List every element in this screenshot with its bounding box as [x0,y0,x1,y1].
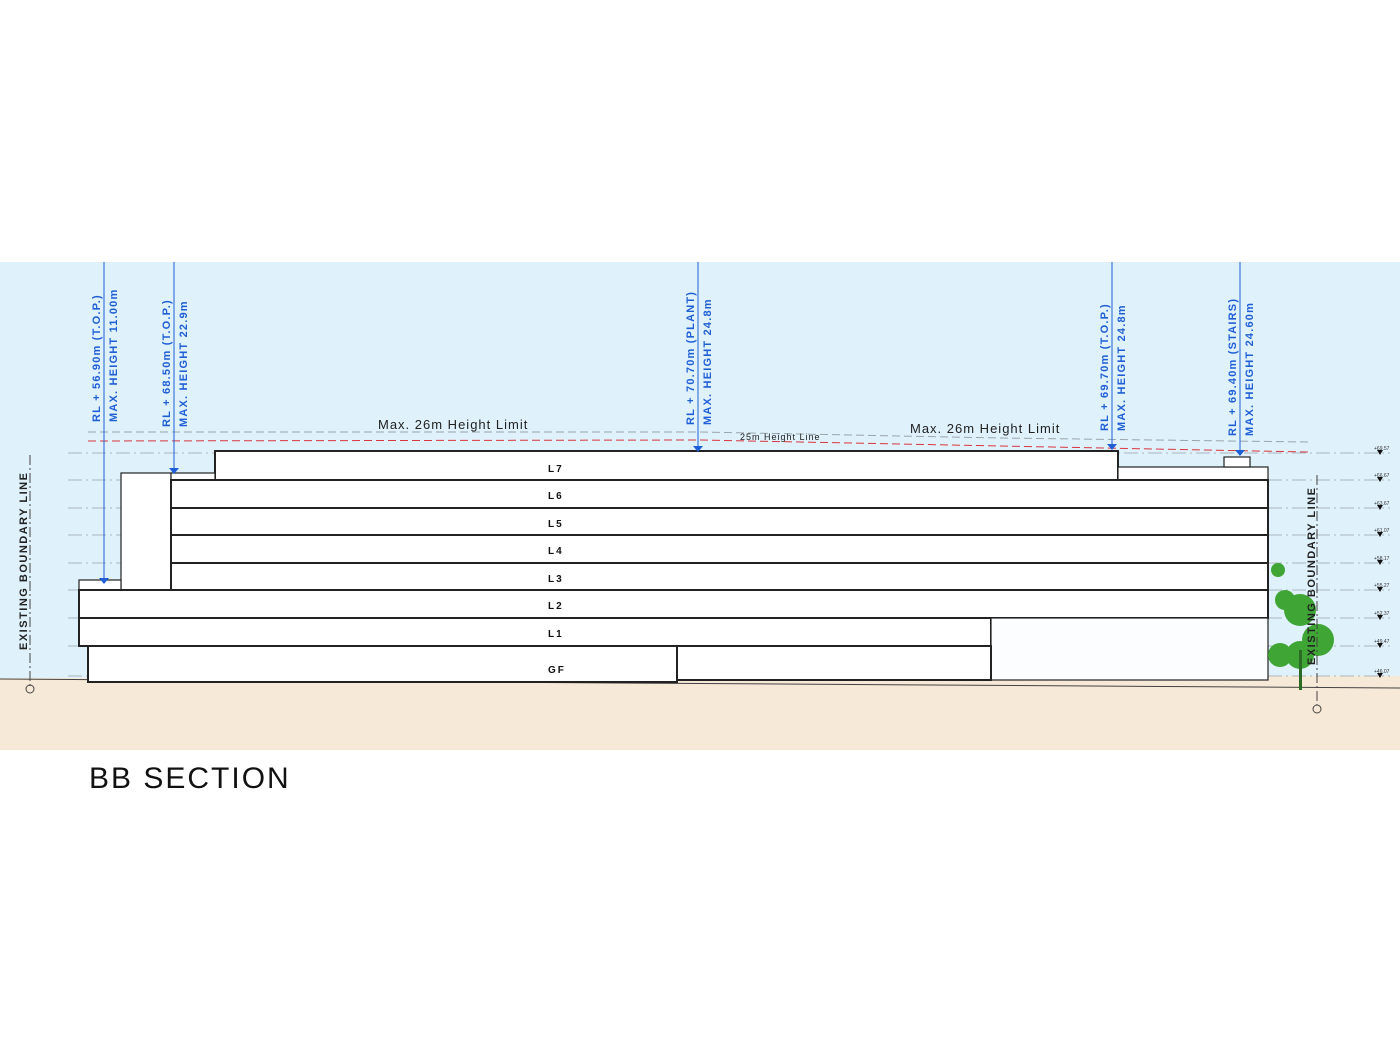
left-boundary-label: EXISTING BOUNDARY LINE [18,472,30,650]
max-height-label-right: Max. 26m Height Limit [910,421,1060,436]
building [78,450,1269,683]
svg-text:+58.17: +58.17 [1374,556,1390,562]
svg-text:+69.57: +69.57 [1374,446,1390,452]
svg-text:RL + 56.90m (T.O.P.): RL + 56.90m (T.O.P.) [91,294,103,422]
svg-text:MAX. HEIGHT 24.60m: MAX. HEIGHT 24.60m [1244,302,1256,436]
max-height-limit-line [88,431,1309,443]
svg-text:MAX. HEIGHT 24.8m: MAX. HEIGHT 24.8m [702,298,714,425]
svg-text:RL + 68.50m (T.O.P.): RL + 68.50m (T.O.P.) [161,299,173,427]
left-boundary-marker [25,684,35,694]
svg-text:+61.07: +61.07 [1374,528,1390,534]
svg-text:+63.67: +63.67 [1374,501,1390,507]
right-boundary-label: EXISTING BOUNDARY LINE [1306,487,1318,665]
ground [0,676,1400,750]
height-marker-1: RL + 56.90m (T.O.P.) MAX. HEIGHT 11.00m [91,262,120,584]
level-rl-tags: +69.57 +66.67 +63.67 +61.07 +58.17 +55.2… [1374,446,1390,678]
level-label-l3: L3 [548,574,564,585]
svg-text:RL + 69.40m (STAIRS): RL + 69.40m (STAIRS) [1227,298,1239,436]
svg-text:MAX. HEIGHT 24.8m: MAX. HEIGHT 24.8m [1116,304,1128,431]
svg-text:MAX. HEIGHT 22.9m: MAX. HEIGHT 22.9m [178,300,190,427]
svg-text:MAX. HEIGHT 11.00m: MAX. HEIGHT 11.00m [108,289,120,422]
level-label-l2: L2 [548,601,564,612]
height-marker-5: RL + 69.40m (STAIRS) MAX. HEIGHT 24.60m [1227,262,1256,456]
svg-text:+55.27: +55.27 [1374,583,1390,589]
svg-text:+49.47: +49.47 [1374,639,1390,645]
svg-text:+52.37: +52.37 [1374,611,1390,617]
level-label-l5: L5 [548,519,564,530]
height-marker-3: RL + 70.70m (PLANT) MAX. HEIGHT 24.8m [685,262,714,452]
25m-height-label: 25m Height Line [740,432,821,442]
right-boundary-marker [1312,704,1322,714]
level-label-l1: L1 [548,629,564,640]
tree-icon [1268,563,1334,690]
svg-text:RL + 70.70m (PLANT): RL + 70.70m (PLANT) [685,291,697,425]
level-label-l6: L6 [548,491,564,502]
svg-text:RL + 69.70m (T.O.P.): RL + 69.70m (T.O.P.) [1099,303,1111,431]
max-height-label-left: Max. 26m Height Limit [378,417,528,432]
level-label-gf: GF [548,665,566,676]
height-marker-4: RL + 69.70m (T.O.P.) MAX. HEIGHT 24.8m [1099,262,1128,450]
svg-text:+66.67: +66.67 [1374,473,1390,479]
height-marker-2: RL + 68.50m (T.O.P.) MAX. HEIGHT 22.9m [161,262,190,474]
section-title: BB SECTION [89,762,291,795]
svg-text:+46.07: +46.07 [1374,669,1390,675]
25m-height-line [87,439,1309,453]
level-label-l7: L7 [548,464,564,475]
level-label-l4: L4 [548,546,564,557]
